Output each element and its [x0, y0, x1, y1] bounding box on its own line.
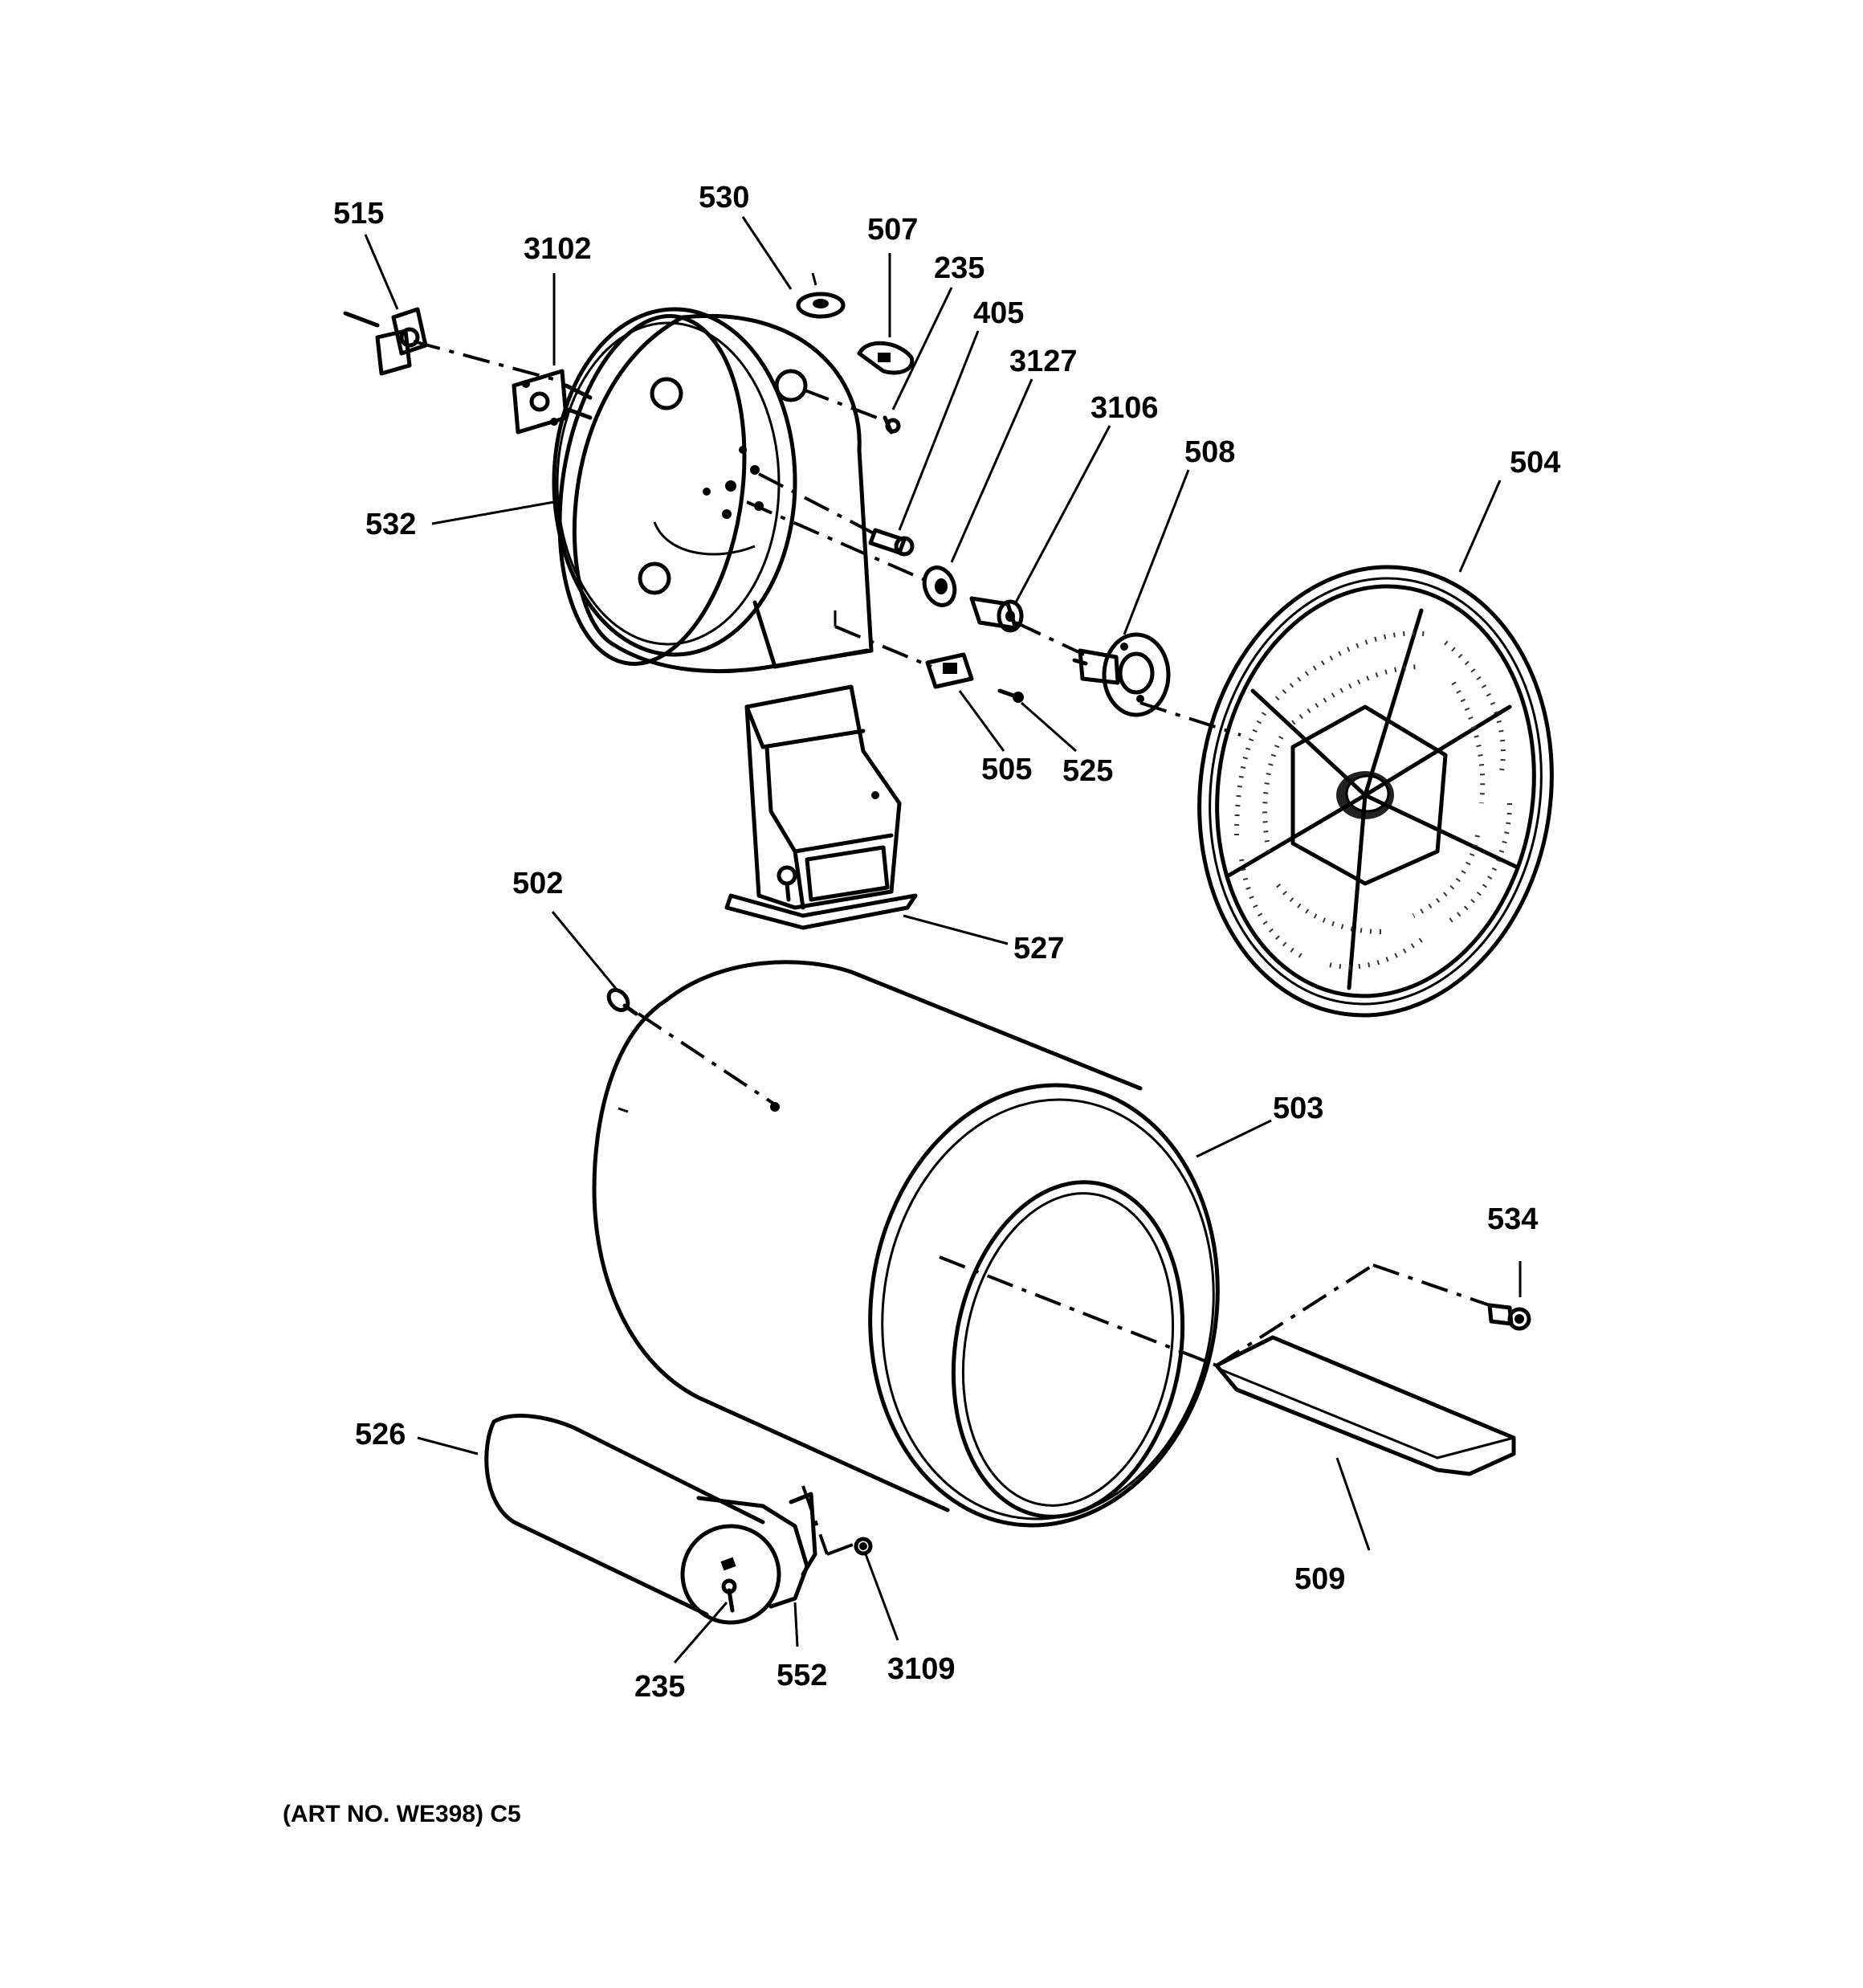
label-515: 515 — [333, 197, 384, 231]
label-503: 503 — [1273, 1092, 1323, 1125]
sleeve-3106 — [969, 596, 1024, 633]
label-530: 530 — [699, 181, 749, 214]
bracket-552 — [696, 1492, 817, 1609]
cap-530 — [796, 272, 846, 319]
label-552: 552 — [777, 1659, 827, 1692]
label-507: 507 — [867, 213, 918, 247]
label-508: 508 — [1184, 435, 1235, 469]
bearing-3127 — [922, 565, 957, 607]
label-509: 509 — [1294, 1562, 1345, 1596]
drum-back-504 — [1197, 565, 1554, 1018]
label-532: 532 — [365, 508, 416, 541]
heater-526 — [484, 1414, 781, 1625]
label-505: 505 — [981, 753, 1032, 786]
screw-235-bottom — [721, 1578, 737, 1613]
label-534: 534 — [1487, 1202, 1538, 1236]
label-527: 527 — [1013, 932, 1064, 965]
label-235-top: 235 — [934, 251, 984, 285]
bolt-405 — [868, 528, 915, 557]
screw-3109 — [854, 1537, 873, 1556]
bracket-507 — [857, 341, 915, 375]
label-504: 504 — [1510, 446, 1560, 480]
label-502: 502 — [512, 867, 563, 900]
rear-bulkhead-532 — [552, 307, 874, 674]
leader-lines — [364, 216, 1522, 1663]
part-labels: 515 3102 530 507 235 405 3127 3106 508 5… — [333, 181, 1560, 1704]
label-405: 405 — [973, 296, 1024, 330]
duct-527 — [724, 684, 918, 930]
screw-534 — [1487, 1303, 1531, 1331]
label-525: 525 — [1062, 754, 1113, 788]
clip-505 — [925, 652, 974, 689]
label-235-bottom: 235 — [634, 1670, 685, 1704]
art-number-caption: (ART NO. WE398) C5 — [283, 1801, 521, 1827]
label-3127: 3127 — [1009, 345, 1078, 378]
screw-525 — [997, 688, 1024, 703]
label-526: 526 — [355, 1418, 406, 1451]
shaft-508 — [1072, 632, 1171, 717]
plate-3102 — [512, 369, 593, 435]
drum-503 — [592, 960, 1220, 1528]
label-3102: 3102 — [524, 232, 592, 266]
label-3106: 3106 — [1090, 391, 1159, 425]
baffle-509 — [1214, 1335, 1516, 1476]
screw-502 — [606, 987, 780, 1112]
assembly-lines — [413, 340, 1490, 1556]
label-3109: 3109 — [887, 1652, 956, 1686]
